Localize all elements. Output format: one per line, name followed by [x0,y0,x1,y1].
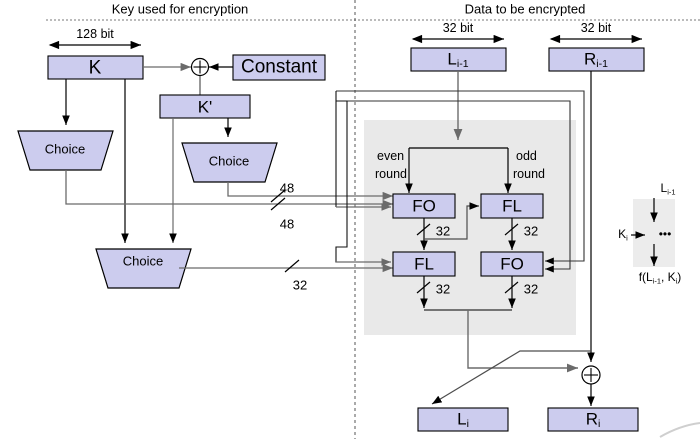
corner-arc-decoration [659,422,700,438]
label-box-k: K [88,57,102,79]
label-box-fl-even: FL [414,254,434,274]
shape-choice-right [181,142,278,183]
legend-output-label: f(Li-1, Ki) [639,271,682,285]
label-width-fl-even: 32 [435,281,451,297]
label-choice-right: Choice [208,153,250,169]
internal-slash-marks [416,223,519,294]
legend-key-base: K [618,227,627,242]
section-title-key: Key used for encryption [111,1,249,17]
legend-ellipsis: ••• [658,227,672,241]
dimension-label-128bit: 128 bit [76,26,114,41]
box-fl-odd [480,193,544,219]
xor-gate-output [581,365,601,385]
legend-input-sub: i-1 [667,187,676,197]
label-r-out-base: R [585,409,598,429]
label-bus-48-upper: 48 [279,180,295,196]
label-even-round-line2: round [375,167,407,181]
label-box-fl-odd: FL [502,196,522,216]
legend-arrows [631,198,658,266]
label-bus-48-lower: 48 [279,216,295,232]
label-box-constant: Constant [240,56,318,78]
label-box-l-in: Li-1 [447,50,468,69]
legend-input-label: Li-1 [661,182,676,196]
box-constant [232,54,326,81]
box-k-prime [159,94,251,119]
label-l-in-sub: i-1 [456,58,469,71]
label-l-in-base: L [447,49,457,69]
label-width-fo-odd: 32 [523,281,539,297]
bus-slash-marks [270,189,300,273]
legend-output-prefix: f(L [638,270,653,285]
box-r-in [548,47,645,72]
legend-output-mid: , K [660,270,676,285]
legend-output-sub2: i [675,276,678,286]
box-r-out [547,407,639,432]
label-width-fl-odd: 32 [523,223,539,239]
legend-input-base: L [660,181,668,196]
shape-choice-bottom [95,248,192,289]
legend-key-sub: i [626,233,628,243]
divider-lines [46,0,700,439]
label-choice-left: Choice [44,141,86,157]
label-r-in-base: R [584,49,597,69]
label-box-fo-even: FO [412,196,436,216]
legend-key-label: Ki [618,228,628,242]
label-box-r-in: Ri-1 [584,50,608,69]
label-width-fo-even: 32 [435,223,451,239]
label-box-r-out: Ri [586,410,601,429]
label-box-k-prime: K' [197,97,213,117]
label-box-l-out: Li [457,410,469,429]
label-box-fo-odd: FO [500,254,524,274]
legend-output-sub1: i-1 [652,276,661,286]
label-l-out-base: L [457,409,467,429]
label-bus-32: 32 [292,277,308,293]
label-choice-bottom: Choice [122,253,164,269]
section-title-data: Data to be encrypted [464,1,586,17]
label-l-out-sub: i [466,418,469,431]
round-panel [364,120,576,335]
label-r-out-sub: i [597,418,601,431]
box-fo-even [392,193,456,219]
label-odd-round-line1: odd [516,149,537,163]
dimension-label-32bit-left: 32 bit [442,20,474,35]
label-odd-round-line2: round [513,167,545,181]
label-r-in-sub: i-1 [596,58,608,71]
legend-output-suffix: ) [677,270,682,285]
shape-choice-left [17,130,114,171]
label-even-round-line1: even [377,149,405,163]
xor-gate-key [190,57,210,77]
dimension-label-32bit-right: 32 bit [580,20,612,35]
box-l-out [417,407,509,432]
